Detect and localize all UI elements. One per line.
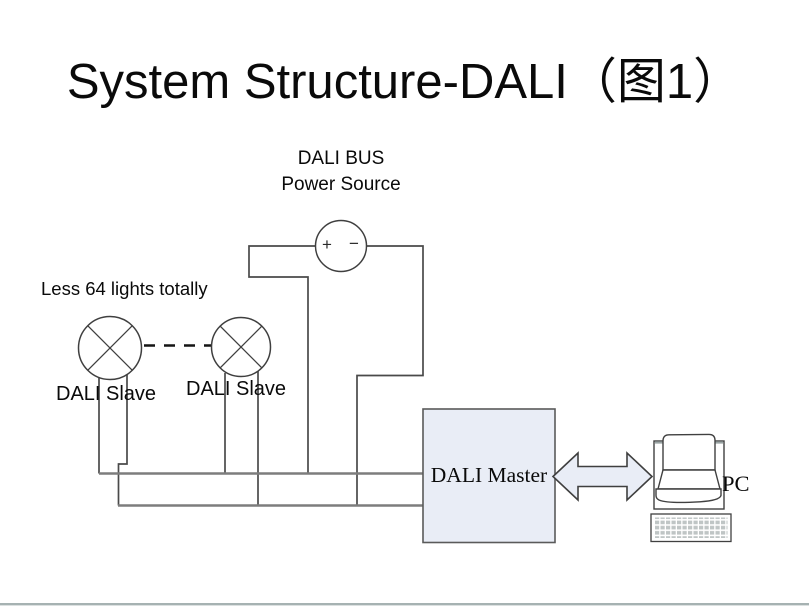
slide-title: System Structure-DALI（图1） — [66, 55, 743, 109]
dali-master-label: DALI Master — [430, 463, 548, 487]
dali-bus-label: DALI BUS Power Source — [230, 146, 452, 198]
power-wire-left — [248, 245, 316, 474]
dali-slave-lamp-2-icon — [210, 316, 272, 378]
master-pc-link-arrow-icon — [551, 451, 654, 502]
power-minus-sign: − — [349, 234, 359, 253]
lights-count-note: Less 64 lights totally — [41, 278, 208, 299]
slave1-drop-wire-b — [117, 368, 128, 506]
pc-monitor-icon — [653, 433, 725, 510]
dali-slave-lamp-1-icon — [77, 315, 143, 381]
pc-label: PC — [722, 471, 750, 496]
dali-bus-label-line2: Power Source — [281, 174, 401, 195]
dali-slave-1-label: DALI Slave — [56, 383, 157, 405]
power-plus-sign: + — [322, 235, 332, 254]
dali-bus-label-line1: DALI BUS — [297, 148, 385, 169]
pc-keyboard-icon — [650, 513, 732, 543]
power-wire-right — [356, 245, 424, 506]
footer-line — [0, 603, 809, 606]
dali-slave-2-label: DALI Slave — [186, 378, 287, 400]
power-source-symbol — [314, 219, 368, 273]
